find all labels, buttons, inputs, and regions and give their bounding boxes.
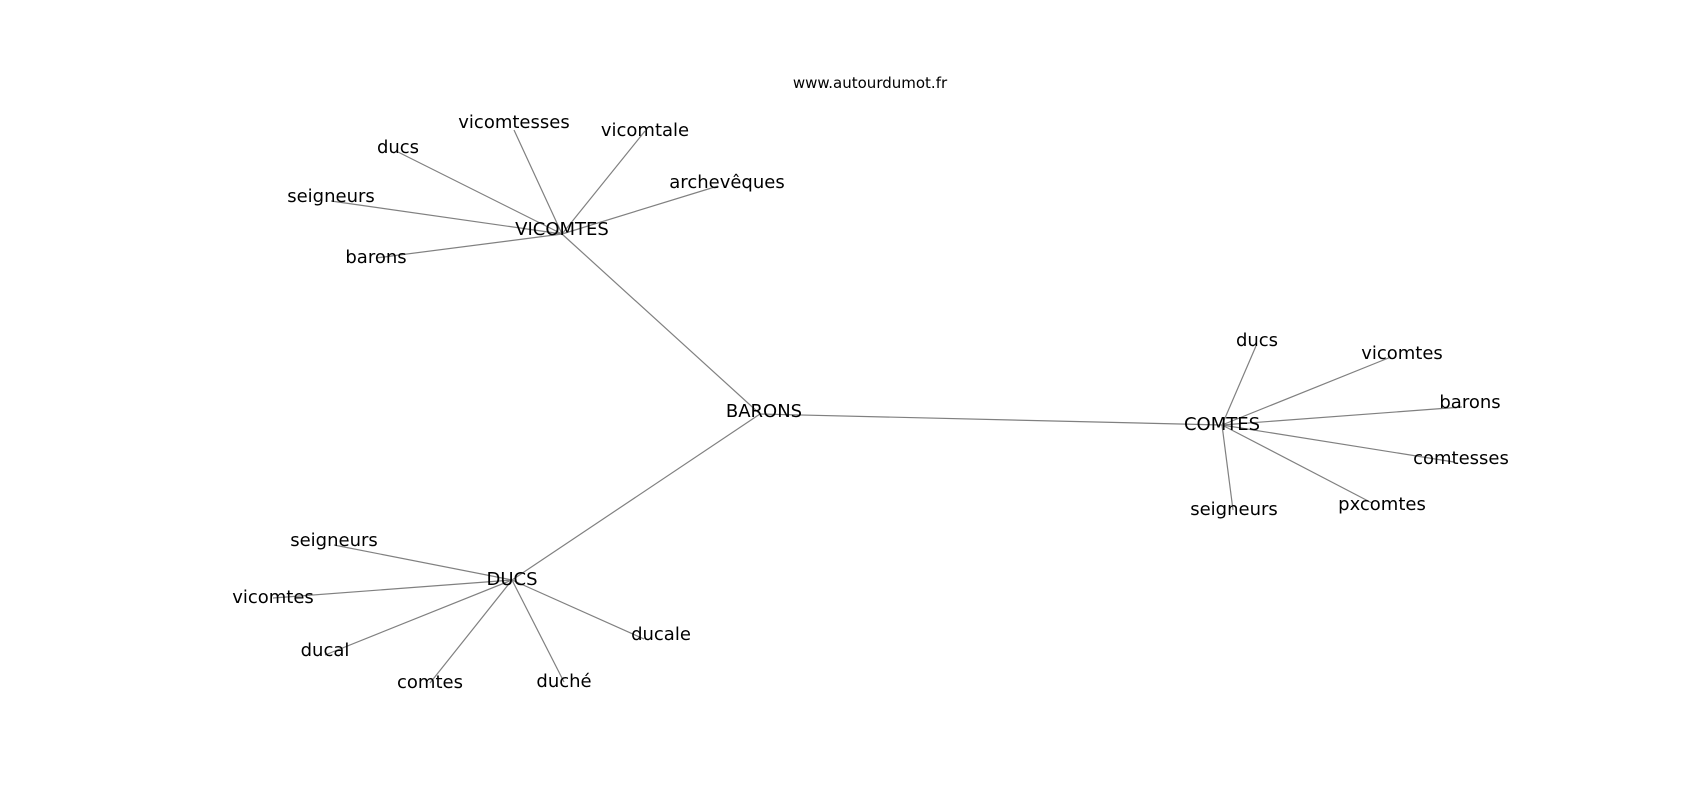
edge-vicomtes-v-seigneurs [330,200,563,235]
edge-vicomtes-v-ducs [397,151,563,235]
node-d-ducal[interactable]: ducal [301,640,350,661]
node-v-archeveques[interactable]: archevêques [669,172,784,193]
hub-node-barons[interactable]: BARONS [726,401,802,422]
edge-vicomtes-v-vicomtale [561,130,646,235]
node-d-seigneurs[interactable]: seigneurs [290,530,378,551]
node-d-duche[interactable]: duché [536,671,591,692]
edge-ducs-d-seigneurs [333,544,513,581]
node-d-vicomtes[interactable]: vicomtes [232,587,314,608]
node-d-comtes[interactable]: comtes [397,672,463,693]
node-v-vicomtesses[interactable]: vicomtesses [458,112,569,133]
node-v-seigneurs[interactable]: seigneurs [287,186,375,207]
edge-comtes-c-vicomtes [1221,356,1392,426]
edge-barons-vicomtes [561,233,761,415]
edge-comtes-c-seigneurs [1221,424,1234,511]
node-c-vicomtes[interactable]: vicomtes [1361,343,1443,364]
site-credit: www.autourdumot.fr [793,74,948,92]
edge-comtes-c-pxcomtes [1221,424,1373,504]
edges-layer [272,129,1463,684]
node-c-seigneurs[interactable]: seigneurs [1190,499,1278,520]
edge-vicomtes-v-archeveques [561,185,719,235]
edge-vicomtes-v-vicomtesses [513,129,563,235]
edge-comtes-c-ducs [1221,345,1257,426]
node-d-ducale[interactable]: ducale [631,624,691,645]
hub-node-comtes[interactable]: COMTES [1184,414,1260,435]
edge-barons-comtes [759,413,1223,426]
hub-node-ducs[interactable]: DUCS [486,569,537,590]
edge-ducs-d-ducale [511,579,645,640]
nodes-layer: BARONS VICOMTES COMTES DUCS vicomtesses vicom… [232,112,1509,693]
edge-ducs-d-vicomtes [272,579,513,599]
node-v-barons[interactable]: barons [345,247,406,268]
node-v-vicomtale[interactable]: vicomtale [601,120,689,141]
node-c-ducs[interactable]: ducs [1236,330,1278,351]
edge-comtes-c-comtesses [1221,424,1455,463]
edge-vicomtes-v-barons [375,233,563,259]
node-v-ducs[interactable]: ducs [377,137,419,158]
node-c-barons[interactable]: barons [1439,392,1500,413]
node-c-comtesses[interactable]: comtesses [1413,448,1509,469]
edge-barons-ducs [511,413,761,581]
edge-ducs-d-comtes [429,579,513,684]
hub-node-vicomtes[interactable]: VICOMTES [515,219,609,240]
edge-ducs-d-ducal [324,579,513,656]
edge-comtes-c-barons [1221,406,1463,426]
node-c-pxcomtes[interactable]: pxcomtes [1338,494,1426,515]
edge-ducs-d-duche [511,579,565,683]
